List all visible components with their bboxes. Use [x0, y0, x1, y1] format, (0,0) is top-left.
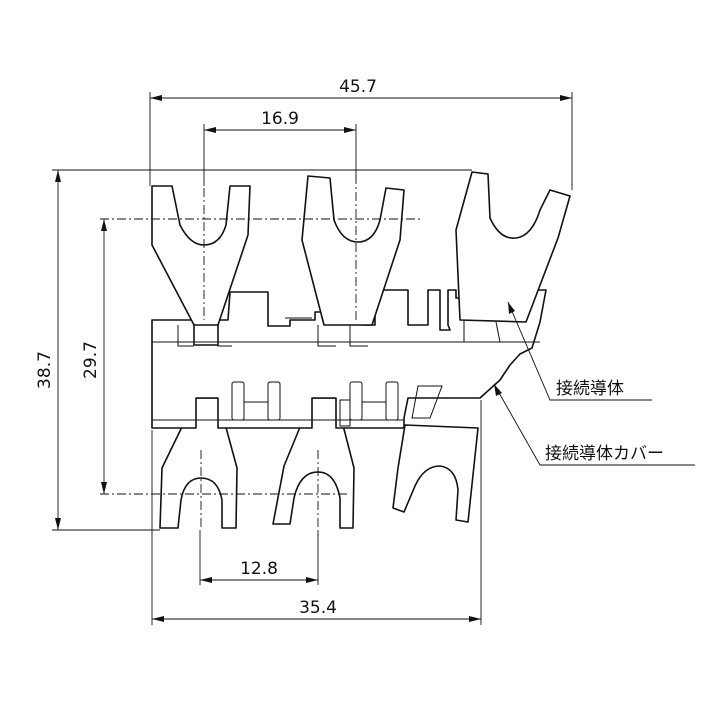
dim-lower-pitch-label: 12.8 [240, 559, 278, 579]
dim-total-height: 38.7 [35, 170, 61, 530]
dim-upper-pitch: 16.9 [204, 109, 356, 133]
dim-lower-width: 35.4 [152, 598, 481, 622]
label-conductor: 接続導体 [556, 379, 624, 399]
dim-lower-width-label: 35.4 [299, 598, 337, 618]
center-lines [100, 175, 420, 530]
leader-conductor-cover: 接続導体カバー [493, 383, 695, 466]
label-conductor-cover: 接続導体カバー [545, 444, 664, 464]
dim-center-height: 29.7 [81, 219, 107, 494]
extension-lines [52, 92, 573, 625]
dim-total-height-label: 38.7 [35, 351, 55, 389]
dim-upper-pitch-label: 16.9 [261, 109, 299, 129]
upper-terminal-1 [151, 185, 251, 347]
conductor-cover [151, 289, 547, 429]
lower-terminal-1 [159, 397, 238, 529]
upper-terminal-2 [301, 175, 405, 347]
lower-terminal-3 [392, 424, 479, 523]
dim-total-width-label: 45.7 [339, 77, 377, 97]
upper-terminal-3 [455, 171, 571, 343]
dim-center-height-label: 29.7 [81, 341, 101, 379]
leader-conductor: 接続導体 [507, 301, 652, 401]
dim-lower-pitch: 12.8 [200, 559, 318, 583]
dim-total-width: 45.7 [150, 77, 572, 101]
